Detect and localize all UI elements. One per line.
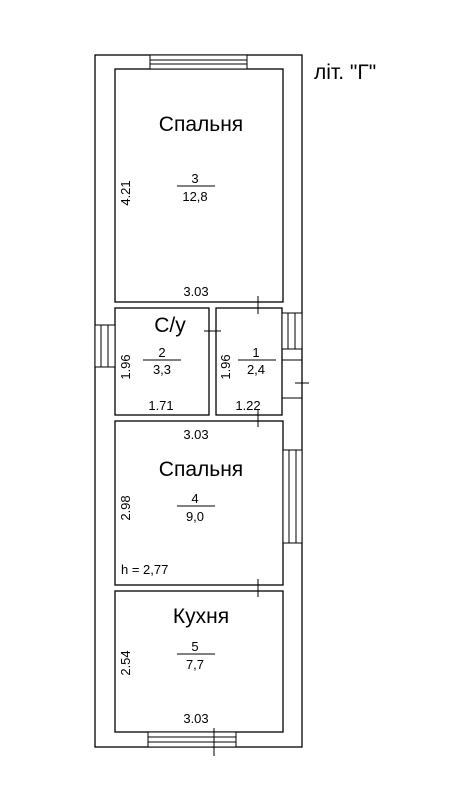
room-2-length: 1.96 [118, 354, 133, 379]
window-right-room4 [282, 449, 303, 544]
room-4-width: 3.03 [183, 427, 208, 442]
room-4-name: Спальня [159, 458, 243, 481]
room-5-name: Кухня [173, 605, 229, 628]
room-5-outline [114, 590, 284, 733]
door-room4-room5 [239, 579, 282, 597]
room-3-length: 4.21 [118, 180, 133, 205]
room-1-number: 1 [252, 345, 259, 360]
room-2-number: 2 [158, 345, 165, 360]
room-3-name: Спальня [159, 113, 243, 136]
door-room3-room1 [239, 296, 282, 314]
room-1-area: 2,4 [247, 362, 265, 377]
room-3-area: 12,8 [182, 189, 207, 204]
room-5-area: 7,7 [186, 657, 204, 672]
window-bottom [147, 731, 237, 748]
building-label: літ. "Г" [314, 61, 376, 84]
room-2-name: С/у [154, 314, 186, 337]
door-room2-room1 [204, 317, 221, 345]
room-5-width: 3.03 [183, 711, 208, 726]
ceiling-height: h = 2,77 [121, 562, 168, 577]
room-1-width: 1.22 [235, 398, 260, 413]
room-2-area: 3,3 [153, 362, 171, 377]
room-1-length: 1.96 [218, 354, 233, 379]
room-5-length: 2.54 [118, 650, 133, 675]
room-2-width: 1.71 [148, 398, 173, 413]
room-4-length: 2.98 [118, 495, 133, 520]
room-4-number: 4 [191, 491, 198, 506]
room-4-area: 9,0 [186, 509, 204, 524]
door-room1-room4 [239, 409, 282, 427]
room-2-outline [114, 307, 210, 416]
window-right-room1 [281, 312, 303, 350]
room-3-width: 3.03 [183, 284, 208, 299]
window-left-bathroom [94, 324, 116, 368]
room-5-number: 5 [191, 639, 198, 654]
window-top [149, 54, 248, 70]
room-4-outline [114, 420, 284, 586]
room-3-number: 3 [191, 171, 198, 186]
entrance-door [282, 359, 309, 399]
